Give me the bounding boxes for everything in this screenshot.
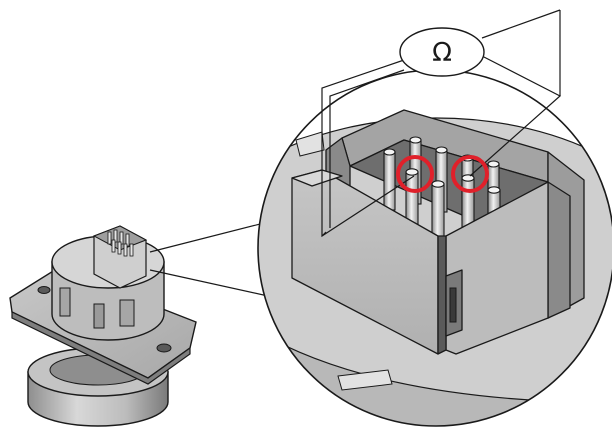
probe-line-left-outer — [321, 231, 327, 237]
overview-connector-housing — [92, 225, 148, 289]
magnifier-leader-lines — [149, 221, 269, 297]
highlight-ring-right-pin — [451, 155, 489, 193]
probe-lines — [321, 9, 562, 238]
flange-screw-hole-left — [37, 286, 51, 294]
detail-housing-front-walls — [291, 169, 549, 355]
overview-pins — [107, 229, 134, 257]
ohm-callout: Ω — [399, 27, 485, 77]
detail-tab-bottom — [337, 369, 393, 391]
overview-socket-assembly — [9, 225, 197, 427]
probe-line-left-parallel — [329, 69, 405, 228]
pin-back-1 — [383, 151, 396, 211]
ohm-symbol: Ω — [432, 38, 452, 68]
highlight-ring-left-pin — [396, 155, 434, 193]
detail-latch-slot — [449, 287, 457, 323]
highlight-rings — [396, 155, 489, 193]
magnified-detail — [257, 69, 612, 427]
flange-screw-hole-right — [156, 343, 172, 353]
detail-connector-housing — [325, 109, 585, 319]
ohm-callout-bubble — [399, 27, 485, 77]
probe-line-left — [321, 59, 415, 238]
detail-tab-top — [295, 131, 325, 157]
probe-line-right — [481, 9, 561, 39]
